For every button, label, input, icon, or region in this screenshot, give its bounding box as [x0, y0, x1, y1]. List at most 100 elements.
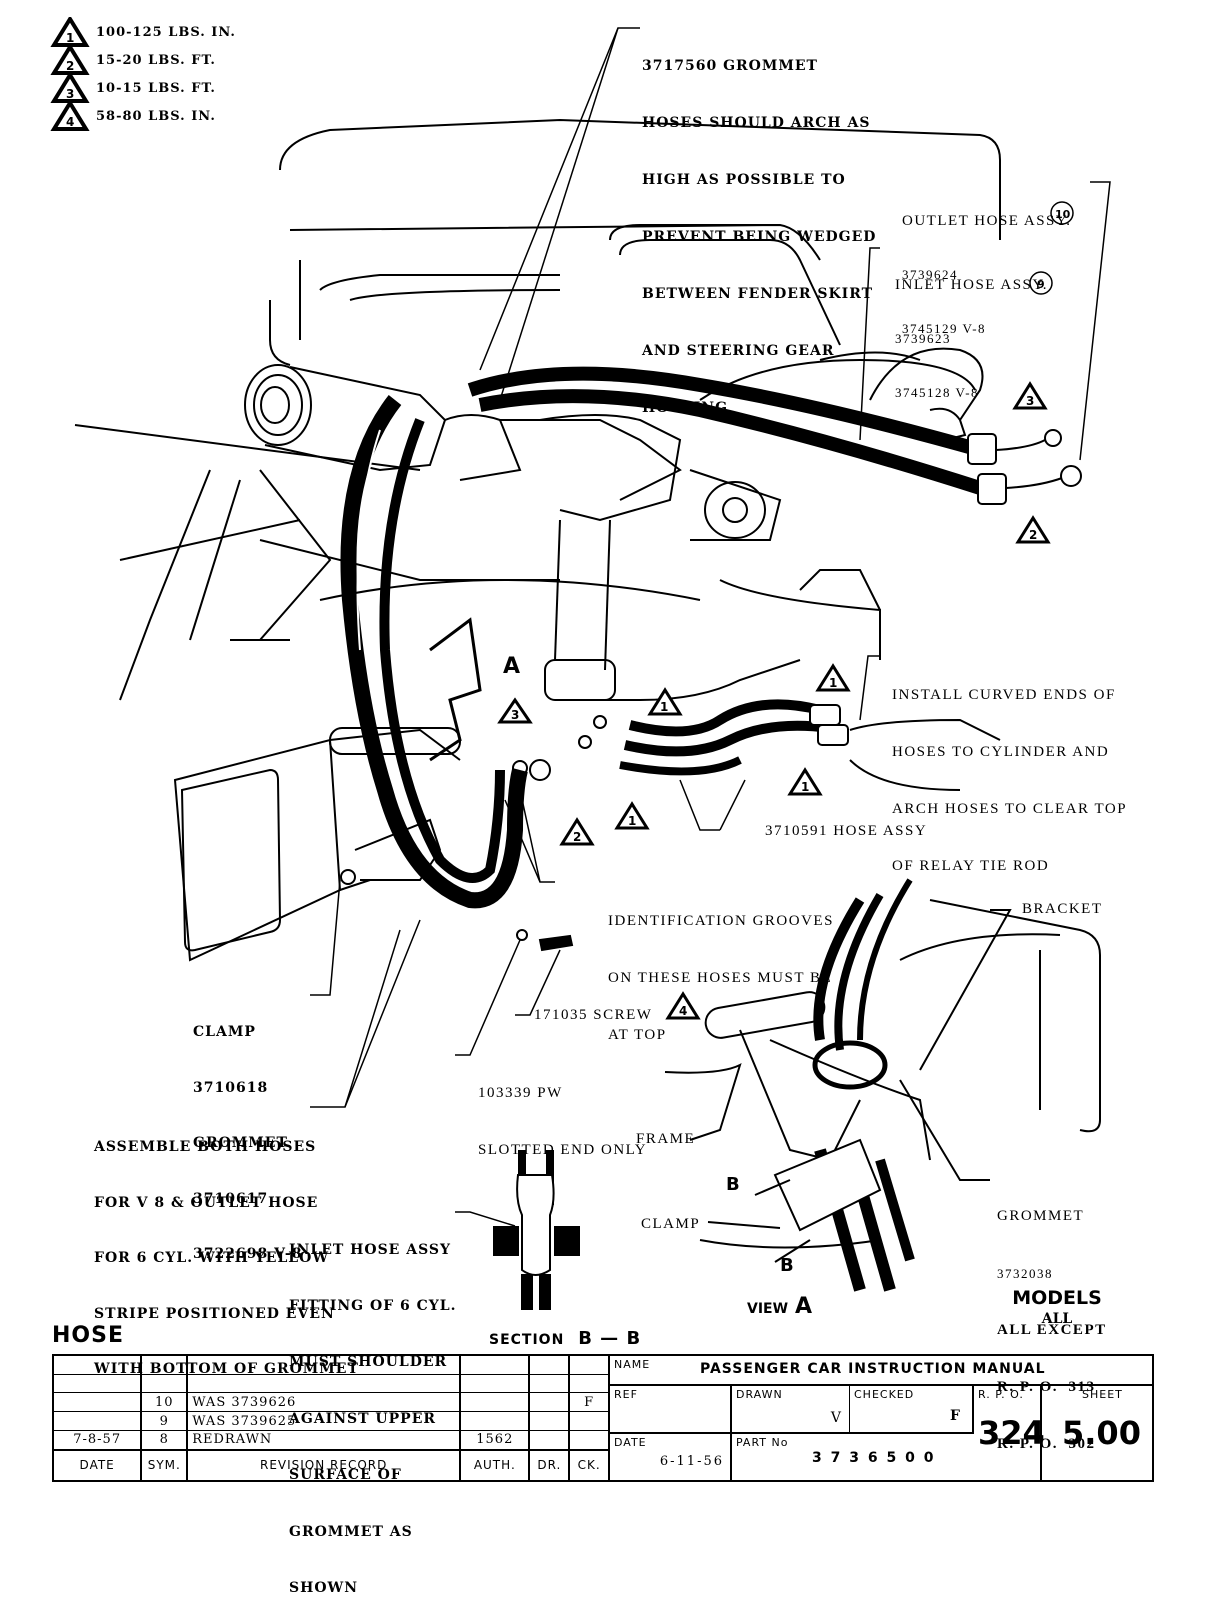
- header-sym: SYM.: [141, 1448, 189, 1480]
- header-auth: AUTH.: [460, 1448, 531, 1480]
- revision-auth: [460, 1411, 531, 1431]
- section-marker-b: B: [726, 1174, 740, 1195]
- svg-text:2: 2: [66, 59, 74, 73]
- outlet-hose-part: 3739624: [902, 267, 958, 282]
- torque-marker-2: 2: [559, 817, 595, 846]
- revision-dr: [529, 1430, 571, 1451]
- note-line: SLOTTED END ONLY: [478, 1142, 648, 1158]
- revision-dr: [529, 1392, 571, 1413]
- torque-marker-3: 3: [1012, 381, 1048, 410]
- svg-text:3: 3: [1026, 394, 1034, 408]
- note-line: ALL EXCEPT: [997, 1322, 1107, 1338]
- part-label: PART No: [736, 1436, 789, 1449]
- note-line: SHOWN: [289, 1579, 359, 1596]
- frame-lower-left: [119, 469, 881, 762]
- relay-hose-assy: [560, 659, 1001, 791]
- torque-marker-1: 1: [815, 663, 851, 692]
- view-label: VIEW: [747, 1301, 789, 1317]
- title-block-info: NAME PASSENGER CAR INSTRUCTION MANUAL RE…: [610, 1356, 1152, 1480]
- torque-marker-4: 4: [665, 991, 701, 1020]
- view-marker-a: A: [503, 654, 521, 679]
- drawn-value: V: [830, 1410, 843, 1426]
- revision-date: [54, 1411, 143, 1431]
- bracket-label: BRACKET: [1022, 901, 1103, 917]
- inlet-hose-callout: INLET HOSE ASSY. 3739623 3745128 V-8: [895, 240, 1048, 420]
- note-line: BETWEEN FENDER SKIRT: [642, 286, 874, 302]
- note-line: ARCH HOSES TO CLEAR TOP: [892, 801, 1128, 817]
- models-value: ALL: [1041, 1311, 1073, 1327]
- drawn-cell: DRAWN V: [732, 1386, 850, 1434]
- legend-item: 2 15-20 LBS. FT.: [50, 45, 236, 75]
- date-cell: DATE 6-11-56: [610, 1434, 732, 1480]
- revision-dr: [529, 1356, 571, 1375]
- torque-marker-1: 1: [614, 801, 650, 830]
- checked-value: F: [950, 1408, 962, 1424]
- ref-circle-10: 10: [1050, 201, 1074, 225]
- rpo-cell: R. P. O. 324: [974, 1386, 1045, 1480]
- sheet-label: SHEET: [1082, 1388, 1123, 1401]
- svg-text:3: 3: [511, 708, 519, 722]
- torque-markers: 1 1 1 1 2 2 3 3 4 10 9: [497, 201, 1074, 1020]
- note-line: 103339 PW: [478, 1085, 563, 1101]
- note-line: ASSEMBLE BOTH HOSES: [94, 1139, 317, 1155]
- frame-box: [173, 727, 461, 962]
- section-caption: SECTION B — B: [489, 1328, 641, 1349]
- revision-record: [187, 1356, 462, 1375]
- svg-text:9: 9: [1037, 278, 1045, 291]
- steering-gear-housing: [244, 364, 682, 701]
- name-value: PASSENGER CAR INSTRUCTION MANUAL: [700, 1361, 1046, 1377]
- note-line: 3717560 GROMMET: [642, 58, 818, 74]
- revision-record: [187, 1374, 462, 1394]
- note-line: FOR 6 CYL. WITH YELLOW: [94, 1250, 330, 1266]
- svg-text:10: 10: [1055, 208, 1071, 221]
- identification-note: IDENTIFICATION GROOVES ON THESE HOSES MU…: [608, 874, 834, 1064]
- svg-text:4: 4: [679, 1004, 687, 1018]
- svg-text:1: 1: [801, 780, 809, 794]
- models-caption: MODELS ALL: [1012, 1287, 1102, 1327]
- revision-sym: [141, 1356, 189, 1375]
- revision-date: [54, 1392, 143, 1413]
- note-line: FITTING OF 6 CYL.: [289, 1297, 457, 1314]
- checked-label: CHECKED: [854, 1388, 915, 1401]
- revision-ck: [569, 1430, 610, 1451]
- svg-text:1: 1: [660, 700, 668, 714]
- fender-outline: [74, 118, 1001, 471]
- rpo-label: R. P. O.: [978, 1388, 1024, 1401]
- svg-text:2: 2: [1029, 528, 1037, 542]
- note-line: HIGH AS POSSIBLE TO: [642, 172, 846, 188]
- ref-circle-9: 9: [1029, 271, 1053, 295]
- header-dr: DR.: [529, 1448, 571, 1480]
- note-line: AT TOP: [608, 1027, 667, 1043]
- sheet-cell: SHEET 5.00: [1042, 1386, 1152, 1480]
- revision-auth: [460, 1374, 531, 1394]
- torque-legend: 1 100-125 LBS. IN. 2 15-20 LBS. FT. 3 10…: [50, 17, 236, 131]
- note-line: IDENTIFICATION GROOVES: [608, 913, 834, 929]
- note-line: 3732038: [997, 1266, 1053, 1281]
- outlet-hose-part-v8: 3745129 V-8: [902, 321, 987, 336]
- view-a-detail: [664, 878, 1101, 1292]
- revision-sym: [141, 1374, 189, 1394]
- note-line: INLET HOSE ASSY: [289, 1241, 451, 1258]
- svg-text:3: 3: [66, 87, 74, 101]
- note-line: INSTALL CURVED ENDS OF: [892, 687, 1116, 703]
- outlet-hose-title: OUTLET HOSE ASSY.: [902, 213, 1072, 229]
- fasteners: [512, 759, 574, 952]
- view-caption: VIEW A: [747, 1294, 812, 1319]
- page-title: HOSE: [52, 1323, 124, 1348]
- revision-dr: [529, 1411, 571, 1431]
- header-record: REVISION RECORD: [187, 1448, 462, 1480]
- pw-note: 103339 PW SLOTTED END ONLY: [478, 1046, 647, 1179]
- triangle-1-icon: 1: [50, 17, 90, 47]
- ref-label: REF: [614, 1388, 638, 1401]
- install-note: INSTALL CURVED ENDS OF HOSES TO CYLINDER…: [892, 648, 1127, 895]
- note-line: 3722698 V-8: [193, 1246, 303, 1262]
- svg-text:1: 1: [829, 676, 837, 690]
- frame-label: FRAME: [636, 1131, 696, 1147]
- outlet-hose-callout: OUTLET HOSE ASSY. 3739624 3745129 V-8: [902, 176, 1072, 356]
- revision-auth: [460, 1392, 531, 1413]
- torque-marker-2: 2: [1015, 515, 1051, 544]
- triangle-4-icon: 4: [50, 101, 90, 131]
- triangle-2-icon: 2: [50, 45, 90, 75]
